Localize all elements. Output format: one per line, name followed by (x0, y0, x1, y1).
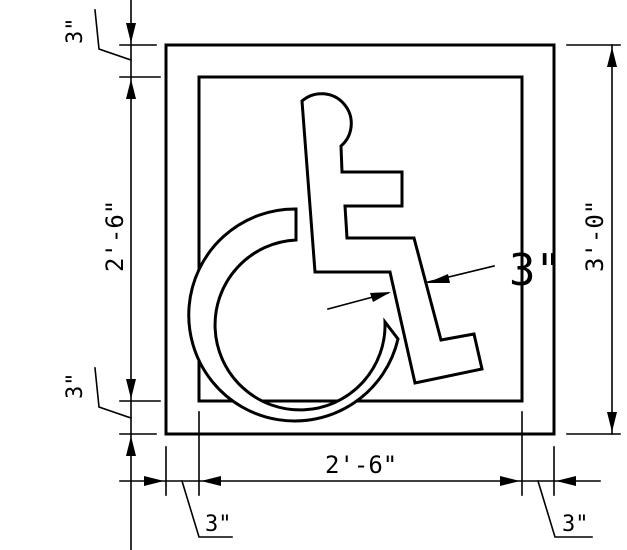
left-border-label: 3" (205, 512, 232, 537)
right-border-label: 3" (562, 512, 589, 537)
bottom-dimension-chain (119, 411, 601, 538)
body-shape (300, 92, 484, 385)
inner-width-label: 2'-6" (325, 451, 397, 479)
stroke-width-label: 3" (509, 245, 562, 296)
outer-border-square (164, 43, 556, 436)
inner-height-label: 2'-6" (101, 200, 129, 272)
stroke-width-callout: 3" (327, 245, 562, 310)
right-dimension (566, 44, 621, 435)
wheel-arc (187, 207, 400, 423)
inner-border-square (197, 75, 524, 403)
top-border-label: 3" (63, 18, 88, 45)
left-dimension-chain (94, 0, 161, 550)
wheelchair-symbol (187, 92, 484, 423)
overall-height-label: 3'-0" (581, 200, 609, 272)
bottom-border-label: 3" (63, 373, 88, 400)
